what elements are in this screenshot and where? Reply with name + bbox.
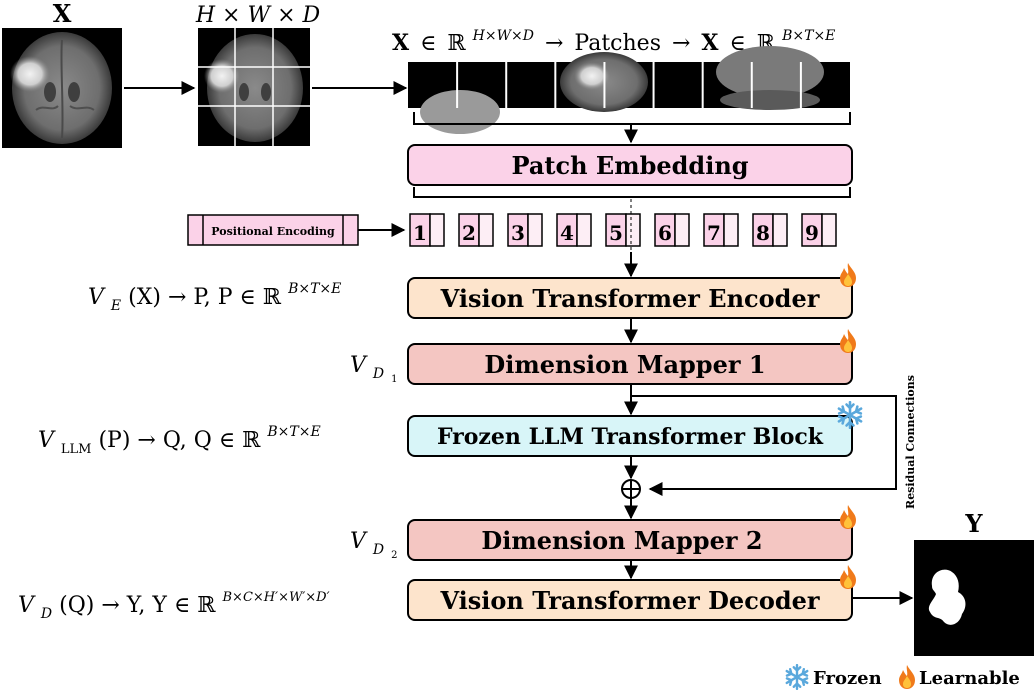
flame-icon — [840, 263, 856, 287]
token-number: 3 — [511, 221, 525, 245]
patch-embedding-label: Patch Embedding — [511, 151, 748, 180]
token-9: 9 — [801, 213, 837, 247]
token-number: 5 — [609, 221, 623, 245]
token-2: 2 — [458, 213, 494, 247]
token-number: 2 — [462, 221, 476, 245]
token-6: 6 — [654, 213, 690, 247]
grid-dimension-label: H × W × D — [195, 3, 321, 28]
patch-formula: X ∈ ℝ H×W×D → Patches → X ∈ ℝ B×T×E — [392, 21, 835, 56]
token-number: 7 — [707, 221, 721, 245]
mapper1-equation: V D 1 — [350, 353, 398, 385]
frozen-llm-block[interactable]: Frozen LLM Transformer Block — [407, 401, 863, 457]
encoder-equation: V E (X) → P, P ∈ ℝ B×T×E — [88, 281, 341, 316]
token-3: 3 — [507, 213, 543, 247]
legend-frozen-label: Frozen — [813, 668, 882, 689]
vit-encoder-label: Vision Transformer Encoder — [440, 284, 820, 313]
flame-icon — [899, 665, 915, 689]
token-8: 8 — [752, 213, 788, 247]
snowflake-icon — [785, 664, 809, 690]
input-brain-image — [2, 28, 122, 148]
residual-connections-label: Residual Connections — [904, 375, 917, 509]
dimension-mapper-1-label: Dimension Mapper 1 — [484, 350, 765, 379]
frozen-llm-label: Frozen LLM Transformer Block — [437, 424, 824, 450]
vit-encoder-block[interactable]: Vision Transformer Encoder — [407, 263, 856, 319]
mapper2-equation: V D 2 — [350, 529, 398, 561]
embedding-bracket — [413, 187, 851, 198]
token-5: 5 — [605, 213, 641, 247]
output-segmentation-mask — [914, 540, 1034, 656]
patch-embedding-block[interactable]: Patch Embedding — [407, 144, 853, 186]
output-label: Y — [964, 509, 983, 538]
positional-encoding-label: Positional Encoding — [211, 225, 335, 238]
flame-icon — [840, 505, 856, 529]
token-number: 8 — [756, 221, 770, 245]
token-row: 1 2 3 4 5 6 7 8 9 — [409, 213, 837, 247]
token-4: 4 — [556, 213, 592, 247]
patch-grid-image — [198, 28, 310, 146]
patch-strip — [408, 46, 850, 134]
input-image-label: X — [53, 0, 72, 28]
vit-decoder-label: Vision Transformer Decoder — [439, 586, 819, 615]
dimension-mapper-2-block[interactable]: Dimension Mapper 2 — [407, 505, 856, 561]
token-number: 6 — [658, 221, 672, 245]
token-number: 4 — [560, 221, 574, 245]
residual-connection-path — [631, 395, 897, 496]
sum-node — [621, 479, 641, 499]
token-number: 1 — [413, 221, 427, 245]
vit-decoder-block[interactable]: Vision Transformer Decoder — [407, 565, 856, 621]
token-7: 7 — [703, 213, 739, 247]
flame-icon — [840, 565, 856, 589]
token-1: 1 — [409, 213, 445, 247]
flame-icon — [840, 329, 856, 353]
decoder-equation: V D (Q) → Y, Y ∈ ℝ B×C×H′×W′×D′ — [18, 590, 330, 624]
positional-encoding-block[interactable]: Positional Encoding — [187, 214, 359, 246]
legend-learnable-label: Learnable — [919, 668, 1020, 689]
dimension-mapper-2-label: Dimension Mapper 2 — [481, 526, 762, 555]
llm-equation: V LLM (P) → Q, Q ∈ ℝ B×T×E — [38, 424, 321, 459]
legend: Frozen Learnable — [785, 664, 1020, 690]
token-number: 9 — [805, 221, 819, 245]
